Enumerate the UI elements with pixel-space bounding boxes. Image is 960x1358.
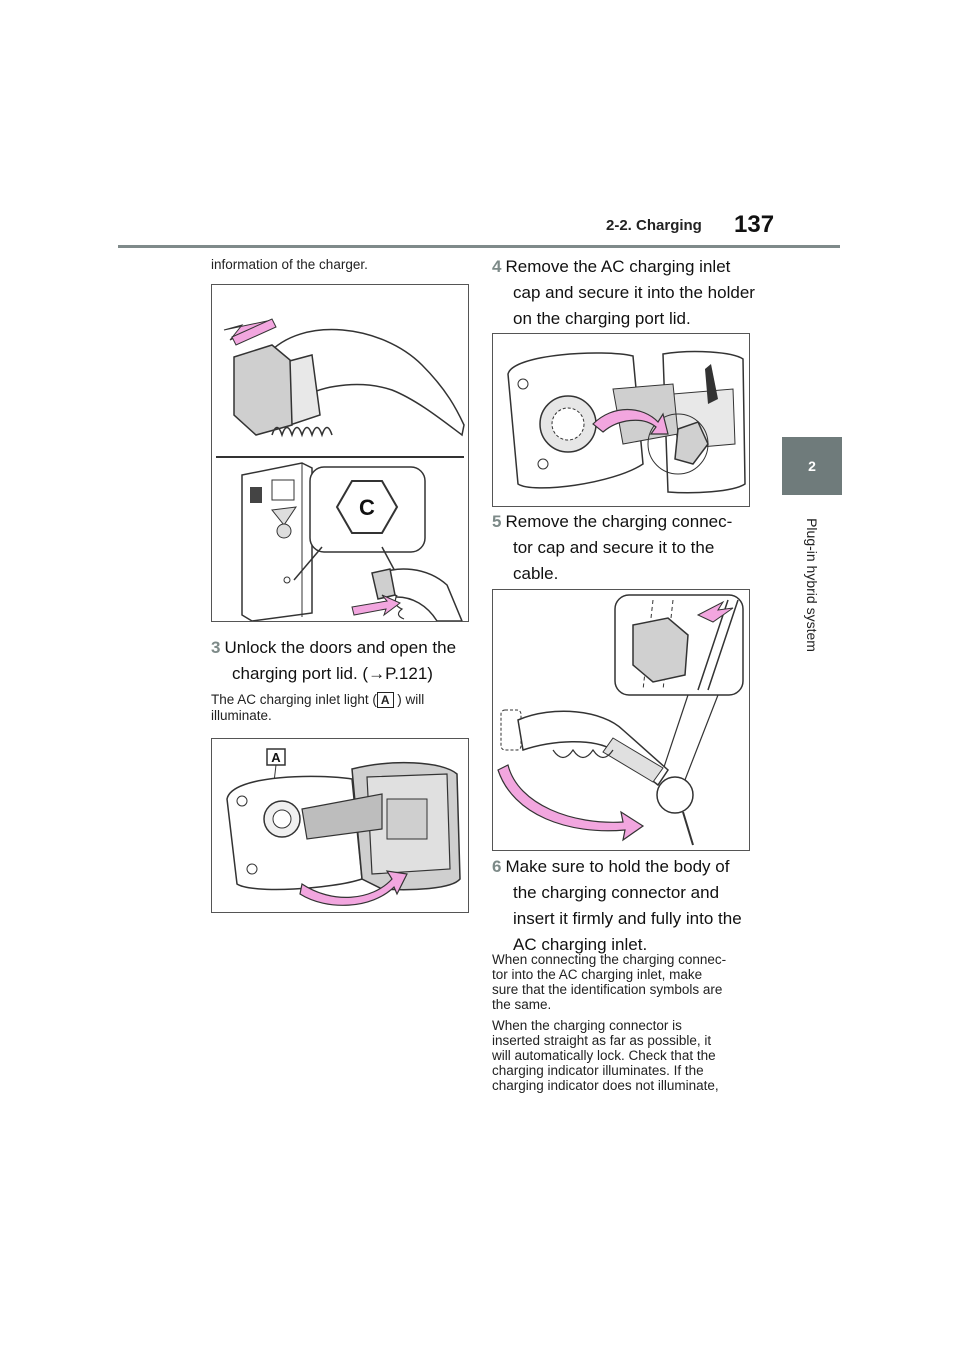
page-number: 137: [734, 211, 775, 238]
figure-charger-station: C: [211, 284, 469, 622]
note-inlet-light: The AC charging inlet light (A ) will il…: [211, 692, 425, 723]
paragraph-identification: When connecting the charging connec- tor…: [492, 952, 727, 1012]
intro-text: information of the charger.: [211, 257, 368, 272]
figure-inlet-cap: [492, 333, 750, 507]
label-a-icon: A: [376, 692, 394, 708]
header-divider: [118, 245, 840, 248]
hexagon-label-icon: [335, 480, 399, 534]
svg-text:A: A: [271, 750, 281, 765]
paragraph-lock: When the charging connector is inserted …: [492, 1018, 719, 1093]
figure-charging-port-lid: A: [211, 738, 469, 913]
section-title: 2-2. Charging: [606, 217, 702, 234]
svg-text:C: C: [359, 495, 375, 520]
figure-connector-cap: [492, 589, 750, 851]
chapter-title: Plug-in hybrid system: [804, 518, 821, 652]
chapter-tab[interactable]: 2: [782, 437, 842, 495]
